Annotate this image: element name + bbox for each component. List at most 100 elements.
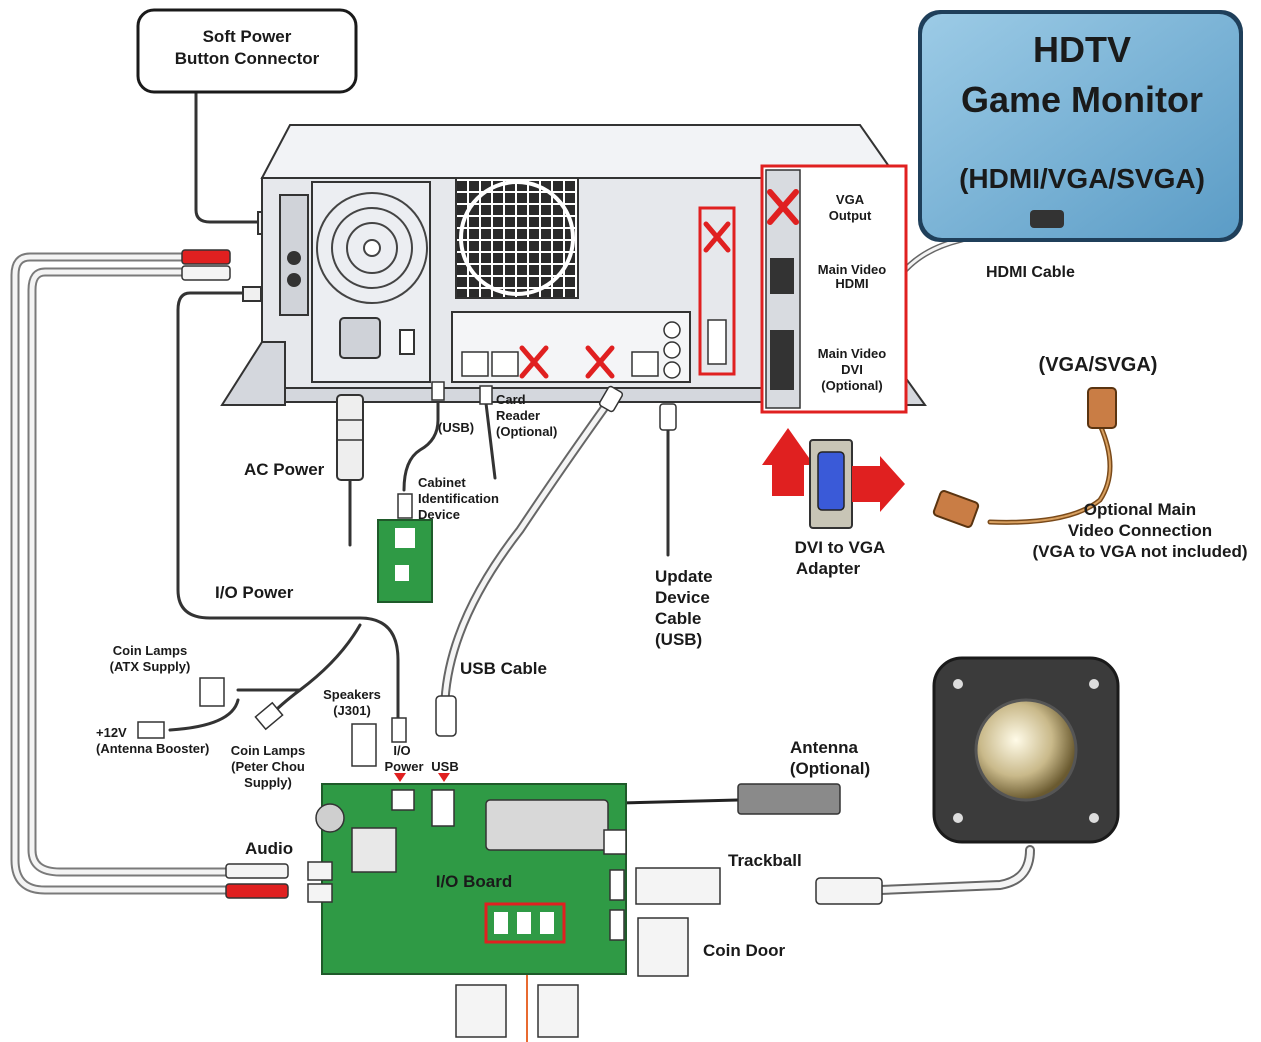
io-power-header-label-2: Power: [384, 759, 423, 774]
hdmi-plug: [1030, 210, 1064, 228]
trackball-inline-connector: [815, 877, 883, 905]
update-device-label-3: Cable: [655, 609, 701, 628]
io-power-marker: [394, 773, 406, 782]
vga-plug-top: [1087, 387, 1117, 429]
antenna-label-1: Antenna: [790, 738, 859, 757]
case-fan-grill: [455, 177, 579, 299]
speakers-label-1: Speakers: [323, 687, 381, 702]
update-device-label-2: Device: [655, 588, 710, 607]
io-power-plug: [391, 717, 407, 743]
psu-fan: [316, 192, 428, 304]
soft-power-label-1: Soft Power: [203, 27, 292, 46]
trackball-label: Trackball: [728, 851, 802, 870]
coin-lamps-atx-label-2: (ATX Supply): [110, 659, 191, 674]
monitor-subtitle: (HDMI/VGA/SVGA): [959, 163, 1205, 194]
hdmi-port-label-1: Main Video: [818, 262, 886, 277]
video-ports-panel: VGA Output Main Video HDMI Main Video DV…: [760, 164, 908, 414]
audio-cable-red: [10, 252, 245, 895]
coin-lamps-atx-connector: [199, 677, 225, 707]
soft-power-cable: [194, 90, 262, 224]
hdmi-port: [770, 258, 794, 294]
disabled-port-x-3: [703, 221, 731, 253]
usb-small-label: (USB): [438, 420, 474, 435]
optional-main-label-2: Video Connection: [1068, 521, 1212, 540]
dvi-port: [770, 330, 794, 390]
usb-cable-plug: [598, 385, 624, 413]
optional-main-label-1: Optional Main: [1084, 500, 1196, 519]
card-reader-label-2: Reader: [496, 408, 540, 423]
ac-power-plug: [336, 394, 364, 481]
update-device-label-1: Update: [655, 567, 713, 586]
audio-plug-white: [181, 265, 231, 281]
hdmi-port-label-2: HDMI: [835, 276, 868, 291]
speakers-connector: [351, 723, 377, 767]
cabinet-id-device: [377, 493, 433, 603]
coin-lamps-peter-label-2: (Peter Chou: [231, 759, 305, 774]
cables: [10, 90, 1113, 1042]
coin-lamps-peter-connector: [254, 701, 284, 731]
disabled-port-x-2: [585, 345, 615, 379]
dvi-port-label-2: DVI: [841, 362, 863, 377]
usb-cable-label: USB Cable: [460, 659, 547, 678]
io-power-cable-label: I/O Power: [215, 583, 294, 602]
update-device-plug: [659, 403, 677, 431]
coin-lamps-peter-label-1: Coin Lamps: [231, 743, 305, 758]
usb-cable: [440, 395, 615, 705]
antenna-cable: [618, 798, 740, 805]
up-arrow: [762, 428, 814, 496]
optional-main-label-3: (VGA to VGA not included): [1033, 542, 1248, 561]
dvi-port-label-3: (Optional): [821, 378, 882, 393]
dvi-adapter-label-2: Adapter: [796, 559, 861, 578]
usb-header-label: USB: [431, 759, 458, 774]
coin-lamps-atx-label-1: Coin Lamps: [113, 643, 187, 658]
card-reader-label-3: (Optional): [496, 424, 557, 439]
io-board-label: I/O Board: [436, 872, 513, 891]
io-power-header-label-1: I/O: [393, 743, 410, 758]
card-reader-label-1: Card: [496, 392, 526, 407]
dvi-vga-adapter: [762, 428, 905, 529]
cabinet-id-label-3: Device: [418, 507, 460, 522]
card-reader-plug: [479, 385, 493, 405]
cabinet-id-label-2: Identification: [418, 491, 499, 506]
speakers-label-2: (J301): [333, 703, 371, 718]
trackball: [932, 656, 1120, 844]
monitor-title-line1: HDTV: [1033, 29, 1131, 70]
audio-io-plug-red: [225, 883, 289, 899]
update-device-label-4: (USB): [655, 630, 702, 649]
vga-output-label-2: Output: [829, 208, 872, 223]
dvi-adapter-label-1: DVI to VGA: [795, 538, 886, 557]
ac-socket: [339, 317, 381, 359]
antenna-body: [737, 783, 841, 815]
coin-door-connector: [637, 917, 689, 977]
bottom-harness-right: [537, 984, 579, 1038]
io-board: [307, 783, 627, 975]
antenna-label-2: (Optional): [790, 759, 870, 778]
vga-svga-label: (VGA/SVGA): [1039, 354, 1158, 376]
bottom-harness-left: [455, 984, 507, 1038]
usb-cable-end-plug: [435, 695, 457, 737]
ac-power-label: AC Power: [244, 460, 325, 479]
plus12v-connector: [137, 721, 165, 739]
right-arrow: [852, 456, 905, 512]
plus12v-label-2: (Antenna Booster): [96, 741, 209, 756]
usb-marker: [438, 773, 450, 782]
audio-cable-white: [27, 267, 245, 877]
io-power-cable: [176, 291, 400, 722]
dvi-port-label-1: Main Video: [818, 346, 886, 361]
coin-door-label: Coin Door: [703, 941, 786, 960]
vga-output-label-1: VGA: [836, 192, 865, 207]
disabled-port-x-1: [519, 345, 549, 379]
monitor-title-line2: Game Monitor: [961, 79, 1203, 120]
coin-lamps-peter-label-3: Supply): [244, 775, 292, 790]
hdmi-cable-label: HDMI Cable: [986, 264, 1075, 281]
vga-output-x: [767, 189, 799, 225]
audio-io-plug-white: [225, 863, 289, 879]
trackball-connector: [635, 867, 721, 905]
vga-plug-bottom: [932, 490, 980, 528]
cabinet-id-label-1: Cabinet: [418, 475, 466, 490]
audio-plug-red: [181, 249, 231, 265]
usb-plug-small: [431, 381, 445, 401]
plus12v-label-1: +12V: [96, 725, 127, 740]
audio-label: Audio: [245, 839, 293, 858]
